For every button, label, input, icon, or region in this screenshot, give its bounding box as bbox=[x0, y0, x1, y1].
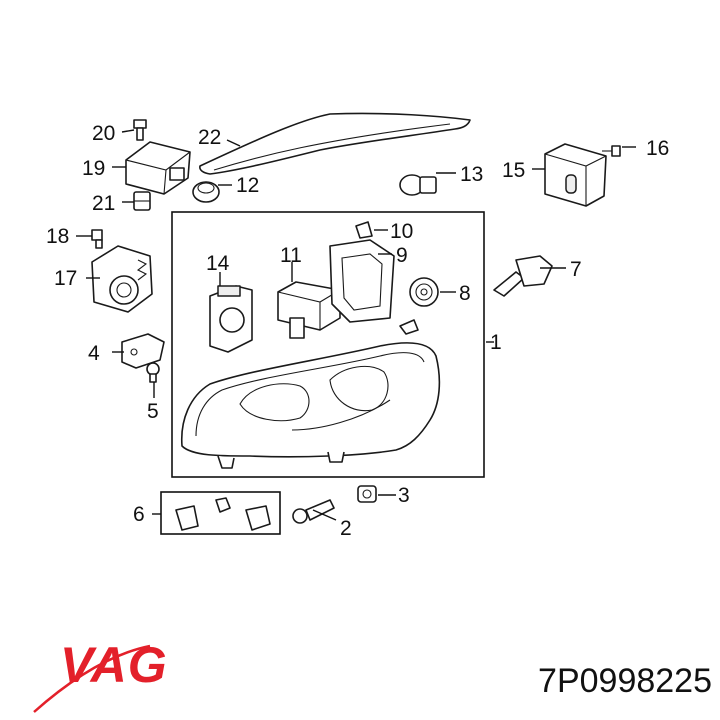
callout-14: 14 bbox=[206, 252, 230, 275]
brand-logo: VAG bbox=[60, 637, 168, 693]
callout-2: 2 bbox=[340, 517, 352, 540]
callout-19: 19 bbox=[82, 157, 105, 180]
screw bbox=[602, 145, 621, 157]
trim-strip bbox=[199, 112, 471, 175]
callout-11: 11 bbox=[280, 244, 302, 267]
callout-1: 1 bbox=[490, 331, 502, 354]
callout-12: 12 bbox=[236, 174, 259, 197]
bolt bbox=[292, 499, 335, 524]
callout-20: 20 bbox=[92, 122, 115, 145]
callout-15: 15 bbox=[502, 159, 525, 182]
callout-22: 22 bbox=[198, 126, 221, 149]
assembly-frame bbox=[171, 211, 485, 478]
callout-18: 18 bbox=[46, 225, 69, 248]
callout-21: 21 bbox=[92, 192, 115, 215]
control-module bbox=[125, 141, 191, 195]
bulb bbox=[399, 174, 437, 196]
clip-nut bbox=[133, 191, 151, 211]
leader-line bbox=[226, 139, 241, 147]
callout-10: 10 bbox=[390, 220, 413, 243]
callout-4: 4 bbox=[88, 342, 100, 365]
callout-8: 8 bbox=[459, 282, 471, 305]
ballast-unit bbox=[544, 143, 607, 207]
callout-16: 16 bbox=[646, 137, 669, 160]
brand-swoosh bbox=[33, 644, 151, 713]
screw bbox=[91, 229, 103, 249]
dust-cap bbox=[409, 277, 439, 307]
callout-17: 17 bbox=[54, 267, 77, 290]
grommet bbox=[192, 181, 220, 203]
xenon-bulb bbox=[493, 255, 553, 297]
socket-plate bbox=[209, 285, 253, 353]
nut bbox=[357, 485, 377, 503]
bracket-kit-frame bbox=[160, 491, 281, 535]
callout-7: 7 bbox=[570, 258, 582, 281]
bracket-kit bbox=[175, 497, 271, 531]
leader-line bbox=[121, 129, 135, 133]
callout-6: 6 bbox=[133, 503, 145, 526]
headlamp-housing bbox=[180, 319, 441, 469]
screw bbox=[133, 119, 147, 141]
adjuster-motor bbox=[277, 281, 341, 339]
mounting-frame bbox=[329, 239, 395, 323]
callout-3: 3 bbox=[398, 484, 410, 507]
bracket bbox=[121, 333, 165, 369]
screw bbox=[146, 362, 160, 383]
callout-13: 13 bbox=[460, 163, 483, 186]
leader-line bbox=[312, 509, 337, 521]
screw bbox=[355, 221, 373, 239]
callout-9: 9 bbox=[396, 244, 408, 267]
part-number: 7P0998225 bbox=[538, 662, 712, 700]
callout-5: 5 bbox=[147, 400, 159, 423]
leveling-motor bbox=[91, 245, 153, 313]
